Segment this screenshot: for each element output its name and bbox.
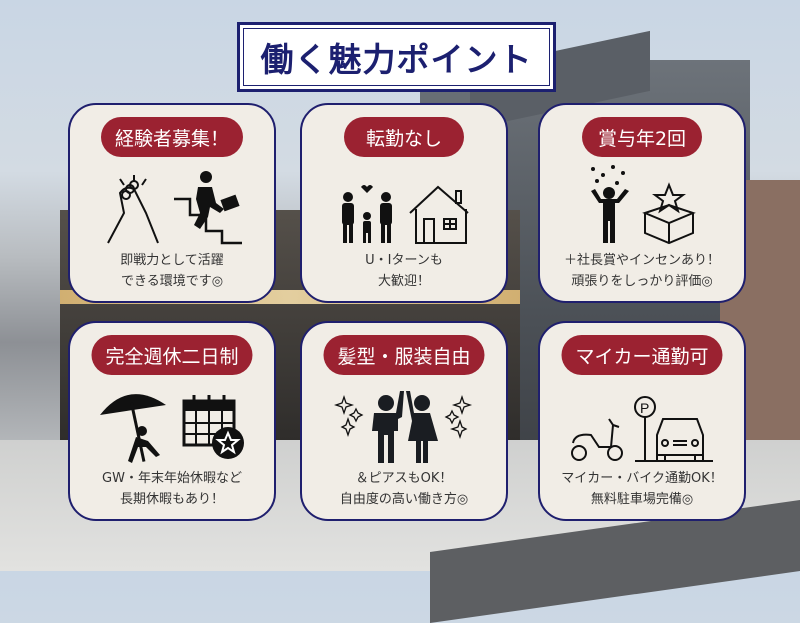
card-desc-line: 自由度の高い働き方◎ xyxy=(339,492,469,507)
high-five-icon xyxy=(334,391,473,463)
svg-text:P: P xyxy=(640,400,649,416)
card-desc-line: ＋社長賞やインセンあり！ xyxy=(563,253,720,268)
beach-umbrella-icon xyxy=(100,394,166,463)
card-label: 完全週休二日制 xyxy=(91,335,253,375)
climbing-stairs-icon xyxy=(174,171,242,245)
title-banner: 働く魅力ポイント xyxy=(237,22,556,92)
card-label: 賞与年2回 xyxy=(582,117,702,157)
card-desc-line: U・Iターンも xyxy=(365,253,443,268)
celebrating-person-icon xyxy=(591,165,629,243)
card-desc-line: ＆ピアスもOK！ xyxy=(355,471,453,486)
card-label: 転勤なし xyxy=(344,117,464,157)
card-label: マイカー通勤可 xyxy=(561,335,723,375)
card-desc-line: 無料駐車場完備◎ xyxy=(590,492,694,507)
parking-car-icon: P xyxy=(634,396,713,462)
card-car-commute: マイカー通勤可 P マイカー・バイク通勤OK！ 無料駐車場完備◎ xyxy=(538,321,746,521)
card-no-transfer: 転勤なし U・Iターンも大歓迎！ xyxy=(300,103,508,303)
handshake-icon xyxy=(107,175,159,244)
family-icon xyxy=(342,185,392,243)
card-label: 経験者募集！ xyxy=(100,117,244,157)
card-desc-line: 長期休暇もあり！ xyxy=(119,492,224,507)
card-desc-line: 即戦力として活躍 xyxy=(120,253,224,268)
star-box-icon xyxy=(642,182,696,245)
page-title: 働く魅力ポイント xyxy=(260,40,533,79)
card-label: 髪型・服装自由 xyxy=(323,335,485,375)
card-desc-line: マイカー・バイク通勤OK！ xyxy=(561,471,723,486)
card-desc-line: 頑張りをしっかり評価◎ xyxy=(571,274,713,289)
card-bonus: 賞与年2回 ＋社長賞やインセンあり！ 頑張りをしっかり評価◎ xyxy=(538,103,746,303)
house-icon xyxy=(409,185,469,244)
scooter-icon xyxy=(571,418,623,461)
calendar-star-icon xyxy=(182,395,244,459)
card-holidays: 完全週休二日制 GW・年末年始休暇など長期休暇もあり！ xyxy=(68,321,276,521)
card-desc-line: 大歓迎！ xyxy=(377,274,430,289)
card-desc-line: できる環境です◎ xyxy=(120,274,224,289)
card-desc-line: GW・年末年始休暇など xyxy=(102,471,242,486)
card-experienced: 経験者募集！ 即戦力として活躍できる環境です◎ xyxy=(68,103,276,303)
card-dress-code: 髪型・服装自由 ＆ピアスもOK！ 自由度の高い働き方◎ xyxy=(300,321,508,521)
